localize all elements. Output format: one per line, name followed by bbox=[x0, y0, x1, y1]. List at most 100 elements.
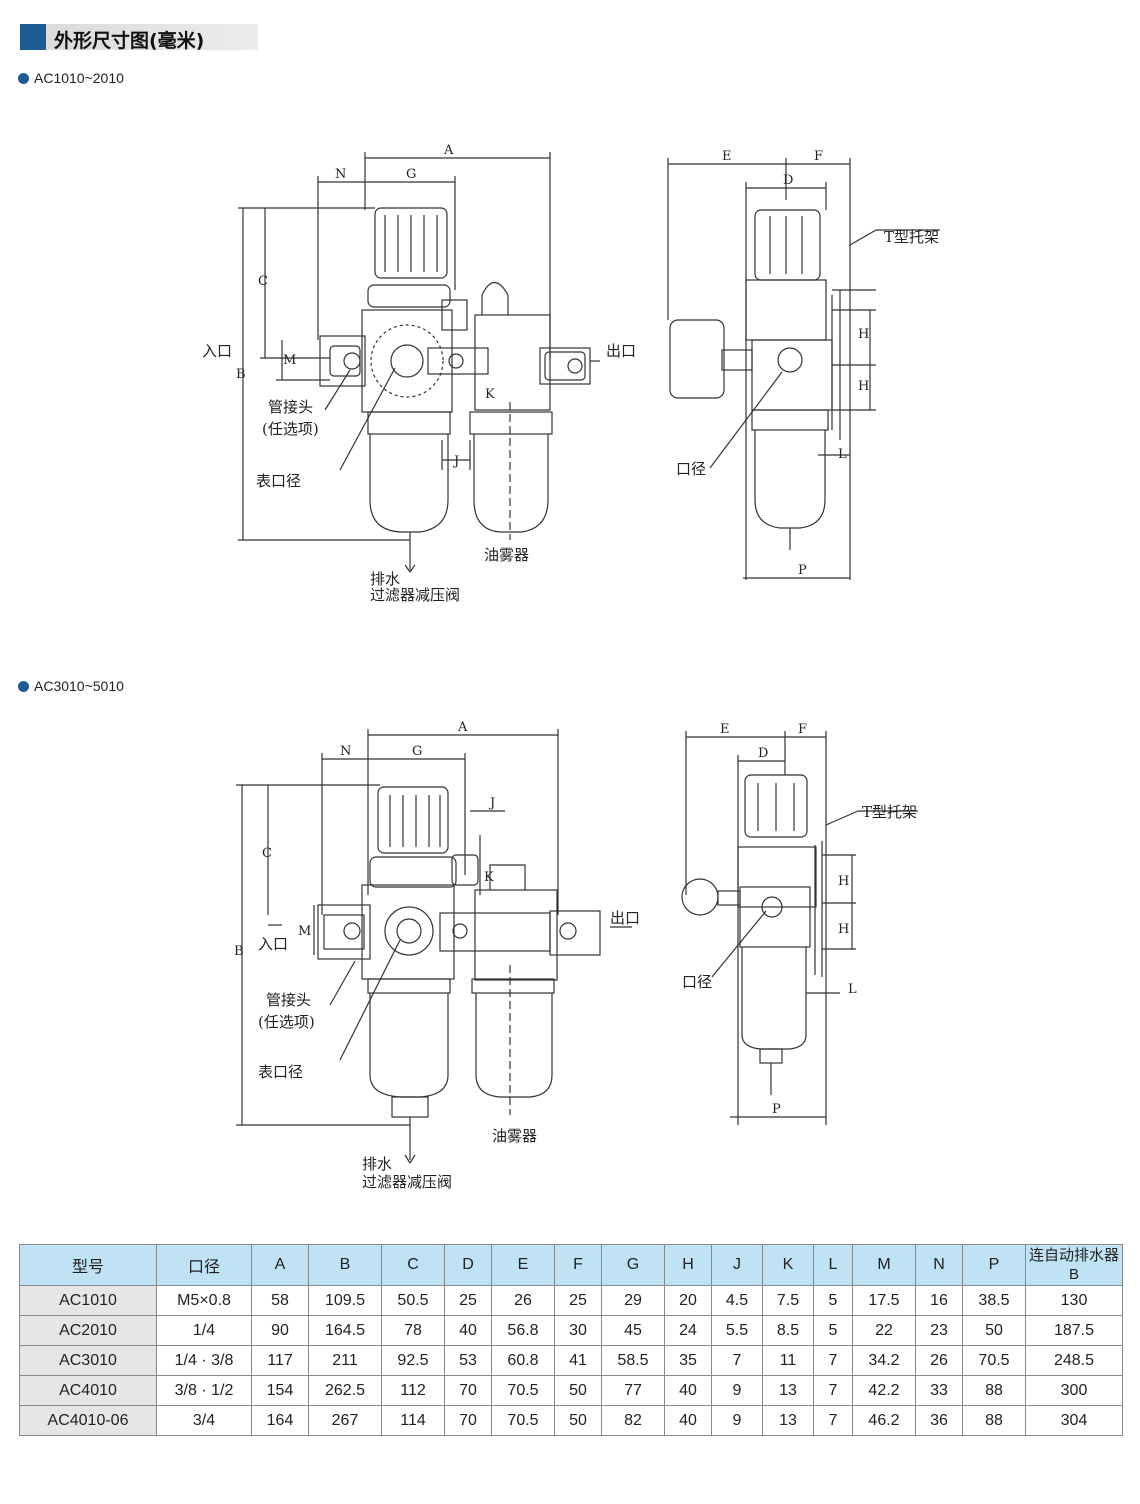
cell-model: AC4010-06 bbox=[19, 1405, 157, 1436]
label-drain: 排水 bbox=[370, 570, 400, 588]
cell-model: AC3010 bbox=[19, 1345, 157, 1376]
table-cell: 9 bbox=[711, 1375, 763, 1406]
table-cell: 24 bbox=[664, 1315, 712, 1346]
table-cell: 114 bbox=[381, 1405, 445, 1436]
header-n: N bbox=[915, 1244, 963, 1286]
table-cell: 50 bbox=[962, 1315, 1026, 1346]
table-cell: M5×0.8 bbox=[156, 1285, 252, 1316]
table-cell: 38.5 bbox=[962, 1285, 1026, 1316]
table-cell: 130 bbox=[1025, 1285, 1123, 1316]
table-cell: 11 bbox=[762, 1345, 814, 1376]
table-cell: 36 bbox=[915, 1405, 963, 1436]
dim-l: L bbox=[848, 982, 857, 997]
table-cell: 300 bbox=[1025, 1375, 1123, 1406]
cell-model: AC2010 bbox=[19, 1315, 157, 1346]
table-cell: 164.5 bbox=[308, 1315, 382, 1346]
table-cell: 58 bbox=[251, 1285, 309, 1316]
dim-p: P bbox=[772, 1102, 781, 1117]
label-port: 口径 bbox=[676, 460, 706, 478]
table-cell: 187.5 bbox=[1025, 1315, 1123, 1346]
bullet-icon bbox=[18, 681, 29, 692]
table-cell: 40 bbox=[664, 1375, 712, 1406]
table-cell: 53 bbox=[444, 1345, 492, 1376]
header-model: 型号 bbox=[19, 1244, 157, 1286]
dim-f: F bbox=[814, 149, 823, 164]
table-cell: 5 bbox=[813, 1315, 853, 1346]
dim-n: N bbox=[335, 167, 346, 182]
label-fitting-optional: (任选项) bbox=[262, 420, 319, 438]
cell-model: AC1010 bbox=[19, 1285, 157, 1316]
table-cell: 29 bbox=[601, 1285, 665, 1316]
table-cell: 26 bbox=[491, 1285, 555, 1316]
table-cell: 35 bbox=[664, 1345, 712, 1376]
dim-h1: H bbox=[838, 874, 849, 889]
table-cell: 25 bbox=[444, 1285, 492, 1316]
dim-d: D bbox=[783, 173, 793, 188]
table-cell: 70 bbox=[444, 1405, 492, 1436]
dim-j: J bbox=[452, 454, 459, 469]
table-cell: 90 bbox=[251, 1315, 309, 1346]
header-auto-drain: 连自动排水器 bbox=[1028, 1247, 1119, 1264]
dim-d: D bbox=[758, 746, 768, 761]
table-cell: 78 bbox=[381, 1315, 445, 1346]
table-cell: 117 bbox=[251, 1345, 309, 1376]
dim-c: C bbox=[262, 846, 272, 861]
table-cell: 88 bbox=[962, 1375, 1026, 1406]
header-b: B bbox=[308, 1244, 382, 1286]
table-cell: 46.2 bbox=[852, 1405, 916, 1436]
section-label-1: AC1010~2010 bbox=[18, 70, 124, 86]
label-port: 口径 bbox=[682, 973, 712, 991]
drawing-ac3010-5010: A N G C M B J K E F D H H L P 入口 出口 管接头 … bbox=[234, 720, 918, 1191]
label-inlet: 入口 bbox=[258, 935, 288, 953]
label-frl: 过滤器减压阀 bbox=[362, 1173, 452, 1191]
table-cell: 4.5 bbox=[711, 1285, 763, 1316]
page-title: 外形尺寸图(毫米) bbox=[54, 30, 205, 52]
header-a: A bbox=[251, 1244, 309, 1286]
table-cell: 50.5 bbox=[381, 1285, 445, 1316]
table-cell: 34.2 bbox=[852, 1345, 916, 1376]
table-cell: 13 bbox=[762, 1405, 814, 1436]
table-cell: 304 bbox=[1025, 1405, 1123, 1436]
dim-m: M bbox=[283, 353, 296, 368]
header-c: C bbox=[381, 1244, 445, 1286]
table-cell: 154 bbox=[251, 1375, 309, 1406]
dim-h1: H bbox=[858, 327, 869, 342]
table-cell: 109.5 bbox=[308, 1285, 382, 1316]
table-cell: 40 bbox=[664, 1405, 712, 1436]
table-cell: 41 bbox=[554, 1345, 602, 1376]
header-p: P bbox=[962, 1244, 1026, 1286]
section-label-2: AC3010~5010 bbox=[18, 678, 124, 694]
header-j: J bbox=[711, 1244, 763, 1286]
dimension-table: 型号 口径 A B C D E F G H J K L M N P 连自动排水器… bbox=[19, 1244, 1123, 1436]
table-cell: 25 bbox=[554, 1285, 602, 1316]
section-header: 外形尺寸图(毫米) bbox=[20, 24, 258, 52]
label-fitting-optional: (任选项) bbox=[258, 1013, 315, 1031]
table-cell: 60.8 bbox=[491, 1345, 555, 1376]
table-cell: 248.5 bbox=[1025, 1345, 1123, 1376]
header-d: D bbox=[444, 1244, 492, 1286]
table-cell: 70.5 bbox=[962, 1345, 1026, 1376]
dim-c: C bbox=[258, 274, 268, 289]
dim-n: N bbox=[340, 744, 351, 759]
cell-model: AC4010 bbox=[19, 1375, 157, 1406]
dim-p: P bbox=[798, 563, 807, 578]
table-cell: 262.5 bbox=[308, 1375, 382, 1406]
table-cell: 22 bbox=[852, 1315, 916, 1346]
header-e: E bbox=[491, 1244, 555, 1286]
table-cell: 9 bbox=[711, 1405, 763, 1436]
table-cell: 5.5 bbox=[711, 1315, 763, 1346]
dim-j: J bbox=[488, 796, 495, 811]
header-m: M bbox=[852, 1244, 916, 1286]
header-g: G bbox=[601, 1244, 665, 1286]
dim-e: E bbox=[722, 149, 732, 164]
label-outlet: 出口 bbox=[606, 342, 636, 360]
header-port: 口径 bbox=[156, 1244, 252, 1286]
table-cell: 5 bbox=[813, 1285, 853, 1316]
table-cell: 20 bbox=[664, 1285, 712, 1316]
dim-b: B bbox=[234, 944, 244, 959]
table-cell: 70 bbox=[444, 1375, 492, 1406]
